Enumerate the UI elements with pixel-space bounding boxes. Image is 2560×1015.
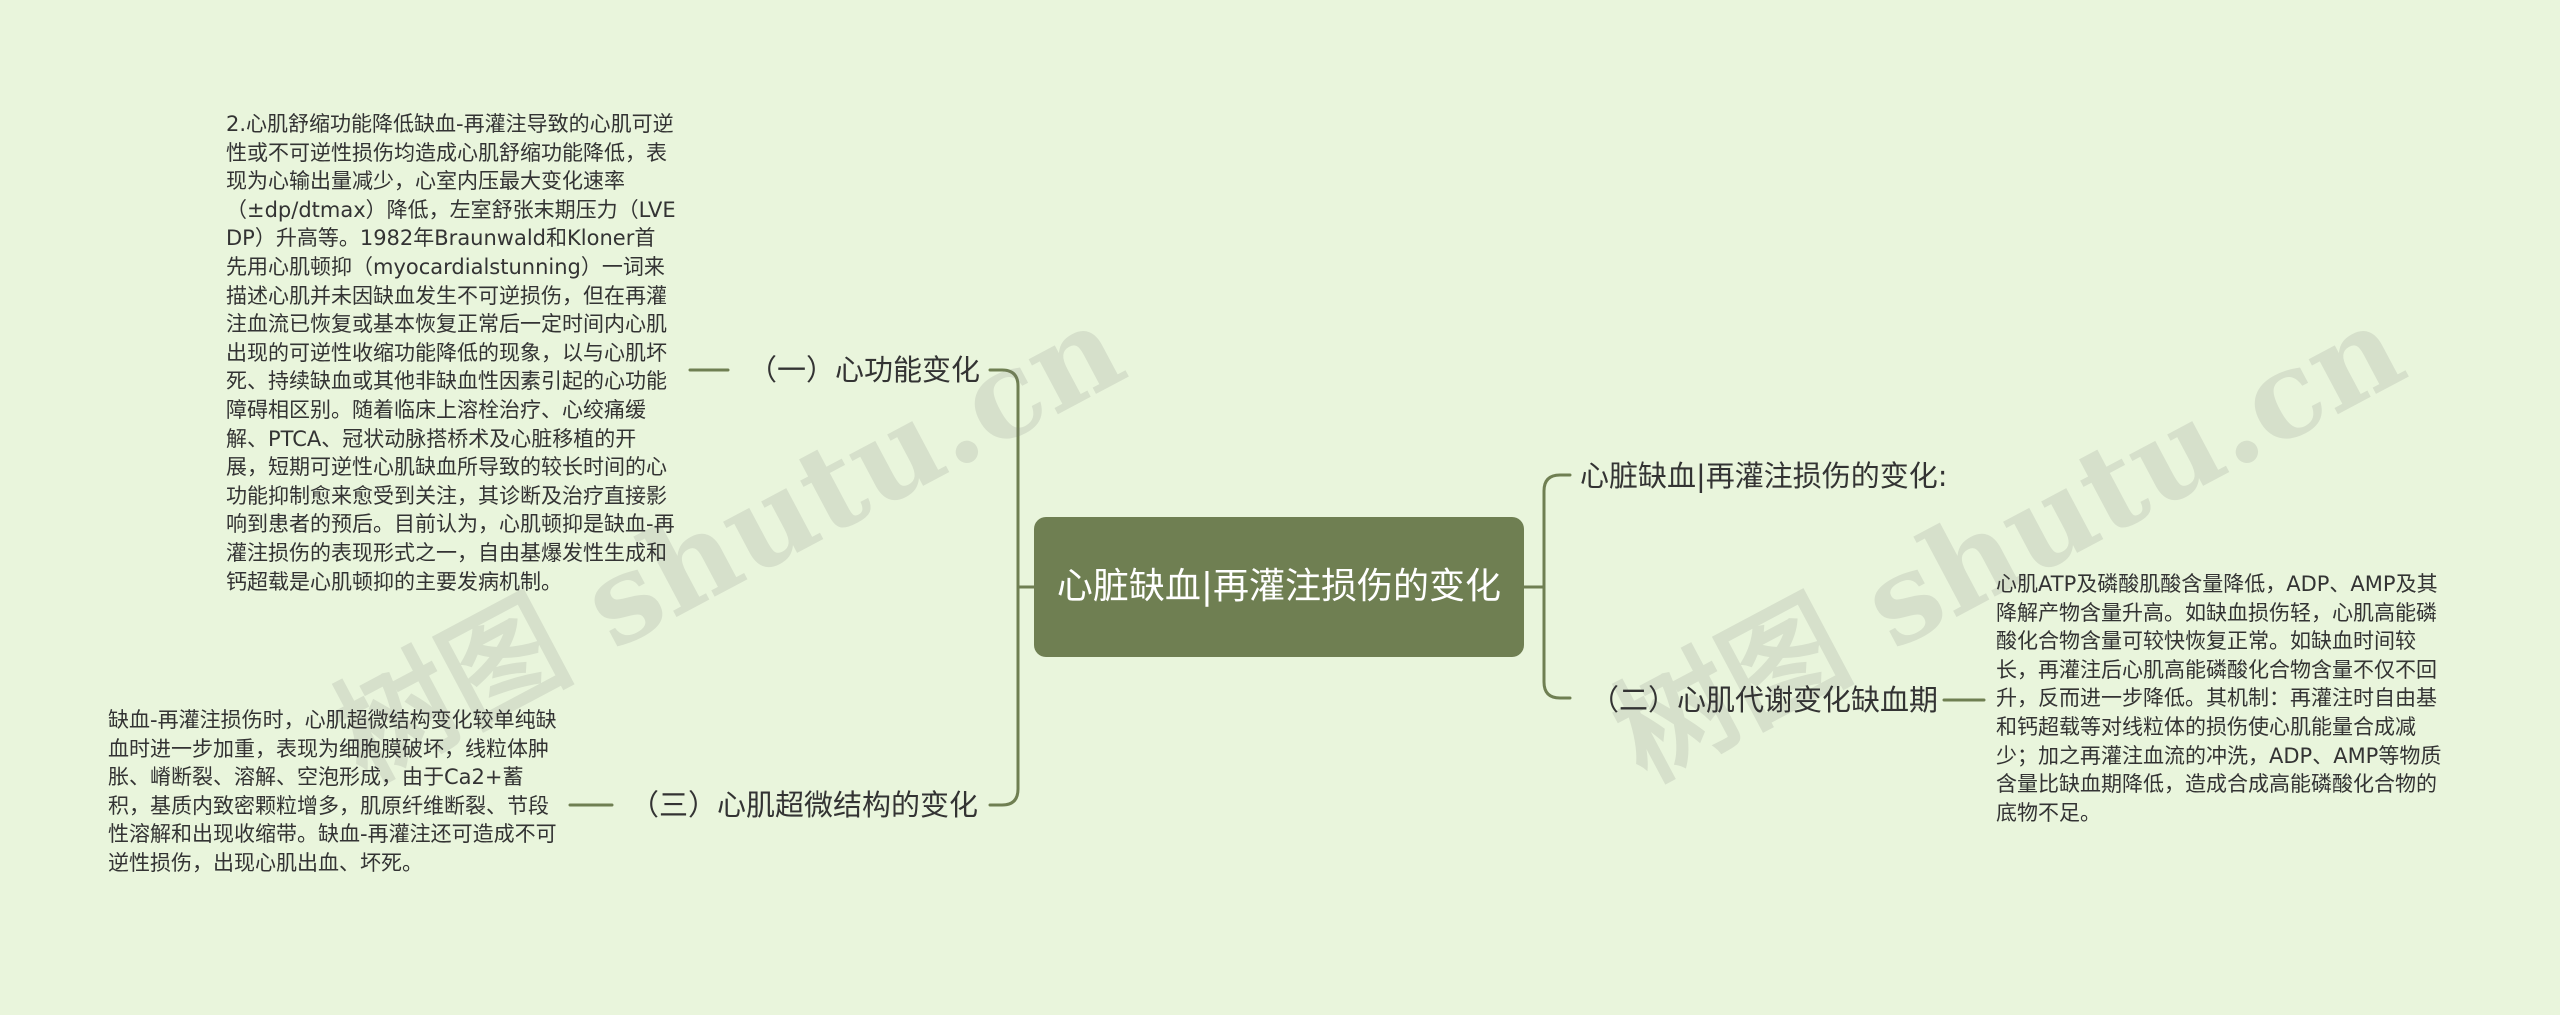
branch-changes-header-label: 心脏缺血|再灌注损伤的变化: xyxy=(1580,459,1948,493)
branch-ultrastructure-label: （三）心肌超微结构的变化 xyxy=(630,788,979,822)
root-topic[interactable]: 心脏缺血|再灌注损伤的变化 xyxy=(1034,517,1524,657)
branch-cardiac-function-label: （一）心功能变化 xyxy=(748,353,981,387)
root-topic-label: 心脏缺血|再灌注损伤的变化 xyxy=(1056,566,1502,607)
branch-ultrastructure[interactable]: （三）心肌超微结构的变化 xyxy=(630,787,978,823)
branch-changes-header[interactable]: 心脏缺血|再灌注损伤的变化: xyxy=(1580,458,1948,494)
leaf-cardiac-function-text: 2.心肌舒缩功能降低缺血-再灌注导致的心肌可逆性或不可逆性损伤均造成心肌舒缩功能… xyxy=(226,112,676,594)
branch-metabolism[interactable]: （二）心肌代谢变化缺血期 xyxy=(1590,682,1938,718)
leaf-ultrastructure-detail: 缺血-再灌注损伤时，心肌超微结构变化较单纯缺血时进一步加重，表现为细胞膜破坏，线… xyxy=(108,706,560,878)
branch-metabolism-label: （二）心肌代谢变化缺血期 xyxy=(1590,683,1939,717)
leaf-ultrastructure-text: 缺血-再灌注损伤时，心肌超微结构变化较单纯缺血时进一步加重，表现为细胞膜破坏，线… xyxy=(108,708,557,875)
leaf-metabolism-detail: 心肌ATP及磷酸肌酸含量降低，ADP、AMP及其降解产物含量升高。如缺血损伤轻，… xyxy=(1996,570,2456,827)
connector-left-trunk xyxy=(988,368,1036,807)
leaf-cardiac-function-detail: 2.心肌舒缩功能降低缺血-再灌注导致的心肌可逆性或不可逆性损伤均造成心肌舒缩功能… xyxy=(226,110,676,596)
branch-cardiac-function[interactable]: （一）心功能变化 xyxy=(748,352,980,388)
connector-right-trunk xyxy=(1522,473,1572,700)
leaf-metabolism-text: 心肌ATP及磷酸肌酸含量降低，ADP、AMP及其降解产物含量升高。如缺血损伤轻，… xyxy=(1996,572,2442,825)
